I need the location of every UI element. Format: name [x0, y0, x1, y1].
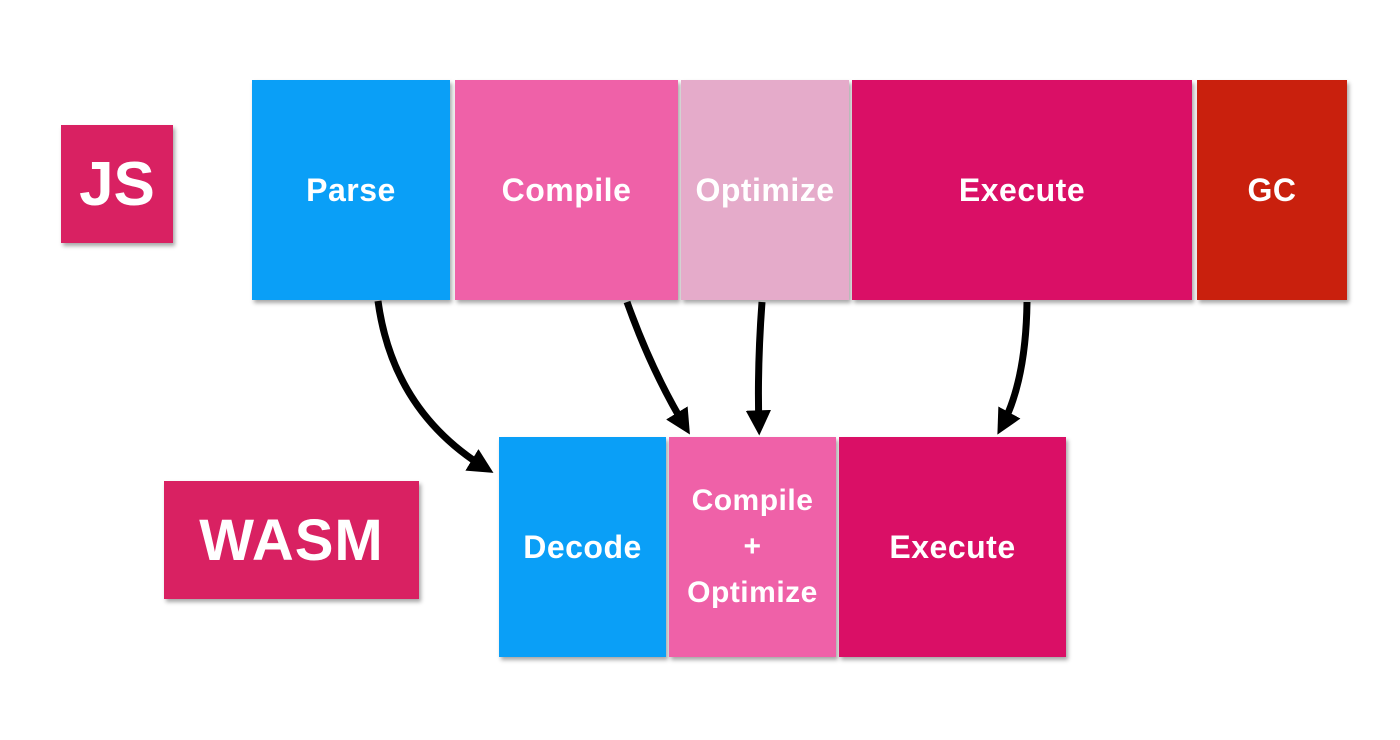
- wasm-row-label-text: WASM: [199, 507, 384, 573]
- stage-js-execute: Execute: [852, 80, 1192, 300]
- compile-optimize-line3: Optimize: [687, 576, 818, 609]
- stage-wasm-compile-optimize: Compile + Optimize: [669, 437, 836, 657]
- stage-js-optimize: Optimize: [681, 80, 849, 300]
- arrow-optimize-to-compile-optimize: [745, 301, 771, 436]
- arrow-parse-to-decode: [374, 300, 494, 473]
- wasm-row-label: WASM: [164, 481, 419, 599]
- stage-js-parse: Parse: [252, 80, 450, 300]
- stage-wasm-compile-optimize-label: Compile + Optimize: [687, 478, 818, 616]
- stage-js-optimize-label: Optimize: [695, 171, 835, 208]
- js-row-label-text: JS: [79, 149, 155, 219]
- js-row-label: JS: [61, 125, 173, 243]
- stage-wasm-execute: Execute: [839, 437, 1066, 657]
- arrow-compile-to-compile-optimize: [623, 300, 690, 435]
- arrow-execute-to-execute: [997, 301, 1031, 435]
- stage-js-compile-label: Compile: [501, 171, 632, 208]
- compile-optimize-line1: Compile: [691, 484, 814, 517]
- stage-wasm-decode-label: Decode: [523, 528, 642, 565]
- stage-js-compile: Compile: [455, 80, 678, 300]
- stage-js-gc-label: GC: [1247, 171, 1297, 208]
- stage-js-parse-label: Parse: [306, 171, 396, 208]
- stage-js-execute-label: Execute: [958, 171, 1086, 208]
- stage-wasm-execute-label: Execute: [889, 528, 1016, 565]
- compile-optimize-line2: +: [743, 530, 762, 563]
- stage-js-gc: GC: [1197, 80, 1347, 300]
- stage-wasm-decode: Decode: [499, 437, 666, 657]
